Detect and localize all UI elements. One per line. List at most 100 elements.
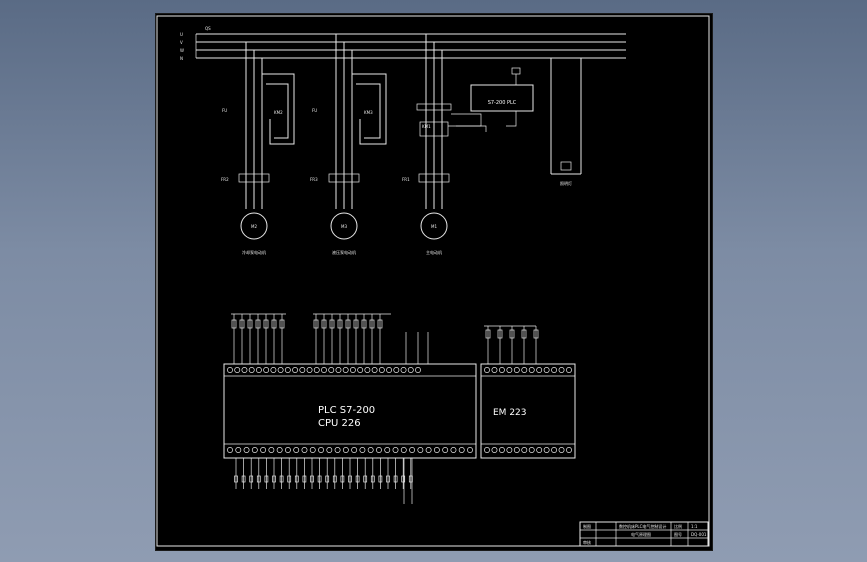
motor-branch-m1: KM1 FR1 M1 主电动机 <box>402 34 452 255</box>
input-contact <box>231 319 237 329</box>
input-contact <box>521 329 527 339</box>
terminal <box>442 447 449 453</box>
output-load <box>325 475 330 483</box>
terminal <box>328 367 335 373</box>
terminal <box>467 447 473 453</box>
output-load <box>340 475 345 483</box>
terminal <box>528 367 535 373</box>
terminal <box>506 367 513 373</box>
schematic-canvas: QS U V W N FU KM2 FR2 M2 冷却泵电动机 FU KM3 F… <box>156 15 710 547</box>
bus-label-qs: QS <box>205 26 211 31</box>
motor-caption-m1: 主电动机 <box>426 249 442 255</box>
bus-labels: QS U V W N <box>180 26 211 61</box>
output-load <box>294 475 299 483</box>
terminal <box>558 367 565 373</box>
input-contact <box>361 319 367 329</box>
output-load <box>241 475 246 483</box>
terminal <box>543 447 550 453</box>
main-plc-line1: PLC S7-200 <box>318 405 375 416</box>
terminal <box>528 447 535 453</box>
terminal <box>277 367 284 373</box>
input-contact <box>377 319 383 329</box>
terminal <box>292 367 299 373</box>
terminal <box>248 367 255 373</box>
terminal <box>566 367 572 373</box>
terminal <box>491 367 498 373</box>
lamp-branch: 照明灯 <box>550 58 582 186</box>
input-contact <box>485 329 491 339</box>
terminal <box>400 367 407 373</box>
terminal <box>306 367 313 373</box>
terminal <box>313 367 320 373</box>
terminal <box>359 447 366 453</box>
terminal <box>284 367 291 373</box>
terminal <box>364 367 371 373</box>
motor-caption-m3: 液压泵电动机 <box>332 249 356 255</box>
terminal <box>334 447 341 453</box>
terminal <box>407 367 414 373</box>
terminal <box>378 367 385 373</box>
input-contact <box>329 319 335 329</box>
title-right-b: 1:1 <box>691 524 698 529</box>
terminal <box>458 447 465 453</box>
km-label-m1: KM1 <box>422 124 431 129</box>
terminal <box>386 367 393 373</box>
output-load <box>363 475 368 483</box>
main-plc-line2: CPU 226 <box>318 418 361 429</box>
drawing-frame <box>156 15 710 547</box>
terminal <box>357 367 364 373</box>
output-load <box>386 475 390 483</box>
output-load <box>348 475 352 483</box>
output-load <box>332 475 337 483</box>
title-right-a: 比例 <box>674 523 682 529</box>
terminal <box>243 447 250 453</box>
terminal <box>227 447 233 453</box>
terminal <box>558 447 565 453</box>
input-contact <box>497 329 503 339</box>
terminal <box>521 367 528 373</box>
terminal <box>491 447 498 453</box>
motor-caption-m2: 冷却泵电动机 <box>242 249 266 255</box>
terminal <box>335 367 342 373</box>
input-contact <box>271 319 277 329</box>
plc-output-wiring <box>234 458 413 504</box>
output-load <box>249 475 254 483</box>
output-load <box>279 475 284 483</box>
input-contact <box>321 319 327 329</box>
motor-branch-m2: FU KM2 FR2 M2 冷却泵电动机 <box>221 42 295 255</box>
terminal <box>260 447 267 453</box>
terminal <box>384 447 391 453</box>
title-row1-b: 数控机床PLC电气控制设计 <box>619 523 666 529</box>
drawing-viewport[interactable]: QS U V W N FU KM2 FR2 M2 冷却泵电动机 FU KM3 F… <box>155 13 713 551</box>
terminal <box>484 447 490 453</box>
km-label-m3: KM3 <box>364 110 373 115</box>
plc-input-wiring <box>231 313 539 364</box>
terminal <box>450 447 457 453</box>
bus-label-u: U <box>180 32 183 37</box>
input-contact <box>353 319 359 329</box>
input-contact <box>313 319 319 329</box>
input-contact <box>255 319 261 329</box>
lamp-caption: 照明灯 <box>560 180 572 186</box>
terminal <box>268 447 275 453</box>
output-load <box>264 475 269 483</box>
terminal <box>270 367 277 373</box>
output-load <box>287 475 292 483</box>
output-load <box>378 475 383 483</box>
terminal <box>349 367 356 373</box>
terminal <box>513 367 520 373</box>
terminal <box>551 367 558 373</box>
km-label-m2: KM2 <box>274 110 283 115</box>
terminal <box>367 447 374 453</box>
terminal <box>521 447 528 453</box>
title-right-d: DQ-001 <box>691 532 707 537</box>
title-right-c: 图号 <box>674 531 682 537</box>
output-load <box>302 475 307 483</box>
plc-top-block: S7-200 PLC <box>448 67 534 132</box>
terminal <box>513 447 520 453</box>
terminal <box>293 447 300 453</box>
plc-top-label: S7-200 PLC <box>488 100 517 106</box>
output-load <box>310 475 314 483</box>
motor-label-m1: M1 <box>431 224 437 229</box>
terminal <box>301 447 308 453</box>
